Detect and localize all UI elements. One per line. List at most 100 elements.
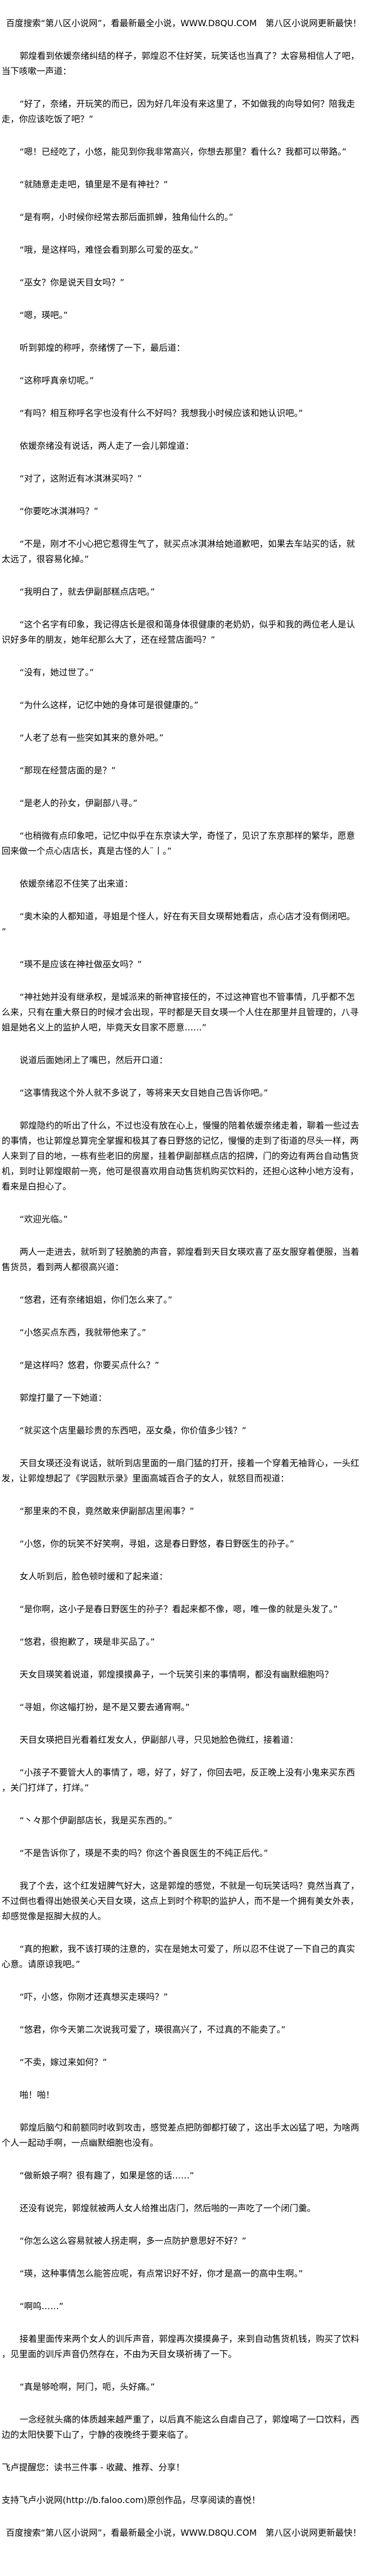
paragraph-line: “丶々那个伊副部店长，我是买东西的。” [20,1815,173,1826]
paragraph-line: “你怎么这么容易就被人拐走啊，多一点防护意思好不好？” [20,2236,247,2246]
paragraph: “悠君，还有奈绪姐姐，你们怎么来了。” [2,1292,379,1308]
paragraph: “也稍微有点印象吧，记忆中似乎在东京读大学，奇怪了，见识了东京那样的繁华，愿意回… [2,828,379,859]
paragraph-line: 发，让郭煌想起了《学园默示录》里面高城百合子的女人，就怒目而视道： [2,1473,290,1484]
paragraph-line: 还没有说完，郭煌就被两人女人给推出店门，然后啪的一声吃了一个闭门羹。 [20,2203,316,2213]
paragraph: “好了，奈绪，开玩笑的而已，因为好几年没有来这里了，不如做我的向导如何？陪我走走… [2,96,379,127]
paragraph: “不是，刚才不小心把它惹得生气了，就买点冰淇淋给她道歉吧，如果去车站买的话，就太… [2,536,379,567]
paragraph-line: “做新娘子啊？很有趣了，如果是悠的话……” [20,2170,194,2181]
paragraph-line: 郭煌后脑勺和前额同时收到攻击，感觉差点把防御都打破了，这出手太凶猛了吧，为啥两 [20,2122,360,2133]
paragraph: 女人听到后，脸色顿时缓和了起来道： [2,1569,379,1584]
paragraph-line: 天女目瑛笑着说道，郭煌摸摸鼻子，一个玩笑引来的事情啊，都没有幽默细胞吗？ [20,1669,334,1680]
paragraph-line: 说道后面她闭上了嘴巴，然后开口道： [20,1055,168,1065]
paragraph: 郭煌看到依媛奈绪纠结的样子，郭煌忍不住好笑，玩笑话也当真了？太容易相信人了吧，当… [2,48,379,79]
paragraph-line: “是这样吗？悠君，你要买点什么？” [20,1360,159,1370]
chapter-document: 百度搜索“第八区小说网”，看最新最全小说，WWW.D8QU.COM 第八区小说网… [2,16,379,2558]
paragraph-line: “小悠，你的玩笑不好笑啊，寻姐，这是春日野悠，春日野医生的孙子。” [20,1539,294,1549]
paragraph-line: “小孩子不要管大人的事情了，嗯，好了，好了，你回去吧，反正晚上没有小鬼来买东西 [20,1767,355,1778]
paragraph-line: 么来，只有在重大祭日的时候才会出现，平时都是天目女瑛一个人住在那里并且管理的，八… [2,1007,359,1017]
paragraph: “奥木染的人都知道，寻姐是个怪人，好在有天目女瑛帮她看店，点心店才没有倒闭吧。 ” [2,909,379,939]
paragraph-line: “小悠买点东西，我就带他来了。” [20,1327,146,1338]
paragraph: 郭煌隐约的听出了什么，不过也没有放在心上，慢慢的陪着依媛奈绪走着，聊着一些过去的… [2,1118,379,1194]
paragraph-line: “这个名字有印象，我记得店长是很和蔼身体很健康的老奶奶，似乎和我的两位老人是认 [20,619,355,630]
paragraph: “没有，她过世了。” [2,665,379,680]
paragraph-line: 依媛奈绪没有说话，两人走了一会儿郭煌道： [20,441,194,451]
paragraph-line: 人来到了目的地，一栋有些老旧的房屋，挂着伊副部糕点店的招牌，门的旁边有两台自动售… [2,1151,359,1161]
paragraph: “悠君，你今天第二次说我可爱了，瑛很高兴了，不过真的不能卖了。” [2,2022,379,2037]
paragraph-line: “嗯，瑛吧。” [20,310,68,320]
notice-text: 支持飞卢小说网(http://b.faloo.com)原创作品，尽享阅读的喜悦！ [2,2495,261,2505]
paragraph-line: 却感觉像是抠脚大叔的人。 [2,1911,107,1921]
paragraph: 郭煌后脑勺和前额同时收到攻击，感觉差点把防御都打破了，这出手太凶猛了吧，为啥两个… [2,2120,379,2151]
paragraph: 两人一走进去，就听到了轻脆脆的声音，郭煌看到天目女瑛欢喜了巫女服穿着便服，当着售… [2,1244,379,1275]
paragraph-line: 识好多年的朋友，她年纪那么大了，还在经营店面吗？” [2,634,216,645]
paragraph-line: “人老了总有一些突如其来的意外吧。” [20,732,164,743]
paragraph-line: “悠君，你今天第二次说我可爱了，瑛很高兴了，不过真的不能卖了。” [20,2024,286,2035]
paragraph-line: 接着里面传来两个女人的训斥声音，郭煌再次摸摸鼻子，来到自动售货机钱，购买了饮料 [20,2334,360,2344]
paragraph: 一念经就头痛的体质越来越严重了，以后真不能这么自虐自己了，郭煌喝了一口饮料，西边… [2,2412,379,2443]
paragraph: 天目女瑛把目光看着红发女人，伊副部八寻，只见她脸色微红，接着道： [2,1732,379,1748]
paragraph: “真是够呛啊，阿门，呃，头好痛。” [2,2379,379,2395]
paragraph-line: “悠君，还有奈绪姐姐，你们怎么来了。” [20,1295,173,1305]
paragraph: “哦，是这样吗，难怪会看到那么可爱的巫女。” [2,242,379,258]
paragraph-line: 郭煌打量了一下她道： [20,1393,107,1403]
paragraph-line: “不卖，嫁过来如何？” [20,2057,107,2067]
banner-text: 百度搜索“第八区小说网”，看最新最全小说，WWW.D8QU.COM 第八区小说网… [6,18,361,28]
paragraph: 我了个去，这个红发妞脾气好大，这是郭煌的感觉，不就是一句玩笑话吗？竟然当真了，不… [2,1878,379,1924]
paragraph-line: “吓，小悠，你刚才还真想买走瑛吗？” [20,1992,168,2002]
paragraph-line: 两人一走进去，就听到了轻脆脆的声音，郭煌看到天目女瑛欢喜了巫女服穿着便服，当着 [20,1247,360,1257]
paragraph-line: 我了个去，这个红发妞脾气好大，这是郭煌的感觉，不就是一句玩笑话吗？竟然当真了， [20,1881,360,1891]
paragraph-line: 郭煌看到依媛奈绪纠结的样子，郭煌忍不住好笑，玩笑话也当真了？太容易相信人了吧， [20,51,360,61]
paragraph: “那现在经营店面的是？” [2,763,379,778]
paragraph: “做新娘子啊？很有趣了，如果是悠的话……” [2,2168,379,2183]
paragraph-line: “我明白了，就去伊副部糕点店吧。” [20,587,155,597]
paragraph-line: “对了，这附近有冰淇淋买吗？” [20,473,142,484]
paragraph: “我明白了，就去伊副部糕点店吧。” [2,584,379,600]
paragraph: “这个名字有印象，我记得店长是很和蔼身体很健康的老奶奶，似乎和我的两位老人是认识… [2,617,379,648]
paragraph: “人老了总有一些突如其来的意外吧。” [2,730,379,746]
paragraph: 还没有说完，郭煌就被两人女人给推出店门，然后啪的一声吃了一个闭门羹。 [2,2201,379,2216]
notice-faloo-support: 支持飞卢小说网(http://b.faloo.com)原创作品，尽享阅读的喜悦！ [2,2493,379,2508]
paragraph: “瑛不是应该在神社做巫女吗？” [2,957,379,972]
paragraph: “是你啊，这小子是春日野医生的孙子？看起来都不像，嗯，唯一像的就是头发了。” [2,1602,379,1617]
paragraph-line: “巫女？你是说天目女吗？” [20,277,125,288]
paragraph-line: ，见里面的训斥声音仍然存在，不由为天目女瑛祈祷了一下。 [2,2349,237,2359]
paragraph: “小悠买点东西，我就带他来了。” [2,1325,379,1340]
paragraph-line: “是有啊，小时候你经常去那后面抓蝉，独角仙什么的。” [20,212,233,222]
paragraph-line: “那里来的不良，竟然敢来伊副部店里闹事？” [20,1506,194,1516]
paragraph-line: “不是，刚才不小心把它惹得生气了，就买点冰淇淋给她道歉吧，如果去车站买的话，就 [20,539,355,549]
paragraph-line: 听到郭煌的称呼，奈绪愣了一下，最后道： [20,343,186,353]
paragraph-line: ” [2,926,7,937]
paragraph-line: “为什么这样，记忆中她的身体可是很健康的。” [20,700,199,710]
paragraph: “嗯！已经吃了，小悠，能见到你我非常高兴，你想去那里？看什么？我都可以带路。” [2,144,379,160]
paragraph-line: “是你啊，这小子是春日野医生的孙子？看起来都不像，嗯，唯一像的就是头发了。” [20,1604,338,1614]
paragraph: “你怎么这么容易就被人拐走啊，多一点防护意思好不好？” [2,2233,379,2249]
paragraph: “神社她并没有继承权，是城派来的新神官接任的，不过这神官也不管事情，几乎都不怎么… [2,990,379,1035]
paragraph-line: 姐是她名义上的监护人吧，毕竟天女目家不愿意……” [2,1022,207,1033]
paragraph-line: 天目女瑛还没有说话，就听到店里面的一扇门猛的打开，接着一个穿着无袖背心，一头红 [20,1458,360,1468]
paragraph: “小悠，你的玩笑不好笑啊，寻姐，这是春日野悠，春日野医生的孙子。” [2,1536,379,1552]
paragraph: 啪！啪！ [2,2087,379,2103]
paragraph-line: 边的太阳快要下山了，宁静的夜晚终于要来临了。 [2,2430,194,2440]
notice-text: 飞卢提醒您：读书三件事 - 收藏、推荐、分享！ [2,2462,185,2473]
paragraph: “这事情我这个外人就不多说了，等将来天女目她自己告诉你吧。” [2,1085,379,1101]
paragraph: 接着里面传来两个女人的训斥声音，郭煌再次摸摸鼻子，来到自动售货机钱，购买了饮料 ，… [2,2331,379,2362]
paragraph: “悠君，很抱歉了，瑛是非买品了。” [2,1634,379,1650]
paragraph-line: “瑛，这种事情怎么能答应呢，有点常识好不好，你才是高一的高中生啊。” [20,2268,303,2279]
paragraph: “啊呜……” [2,2299,379,2314]
paragraph-line: “真是够呛啊，阿门，呃，头好痛。” [20,2382,155,2392]
paragraph: “吓，小悠，你刚才还真想买走瑛吗？” [2,1989,379,2005]
paragraph: 天目女瑛还没有说话，就听到店里面的一扇门猛的打开，接着一个穿着无袖背心，一头红发… [2,1456,379,1486]
paragraph-line: 啪！啪！ [20,2090,55,2100]
paragraph-line: “哦，是这样吗，难怪会看到那么可爱的巫女。” [20,245,199,255]
paragraph: “就买这个店里最珍贵的东西吧，巫女桑，你价值多少钱？” [2,1423,379,1438]
site-banner-bottom: 百度搜索“第八区小说网”，看最新最全小说，WWW.D8QU.COM 第八区小说网… [2,2525,379,2541]
notice-faloo-reminder: 飞卢提醒您：读书三件事 - 收藏、推荐、分享！ [2,2460,379,2475]
paragraph: 依媛奈绪没有说话，两人走了一会儿郭煌道： [2,438,379,454]
paragraph: “瑛，这种事情怎么能答应呢，有点常识好不好，你才是高一的高中生啊。” [2,2266,379,2281]
paragraph-line: 天目女瑛把目光看着红发女人，伊副部八寻，只见她脸色微红，接着道： [20,1735,299,1745]
paragraph-line: “奥木染的人都知道，寻姐是个怪人，好在有天目女瑛帮她看店，点心店才没有倒闭吧。 [20,911,355,921]
paragraph-line: “有吗？相互称呼名字也没有什么不好吗？我想我小时候应该和她认识吧。” [20,408,303,418]
paragraph: 依媛奈绪忍不住笑了出来道： [2,876,379,892]
paragraph: “是有啊，小时候你经常去那后面抓蝉，独角仙什么的。” [2,210,379,225]
paragraph: “巫女？你是说天目女吗？” [2,275,379,290]
